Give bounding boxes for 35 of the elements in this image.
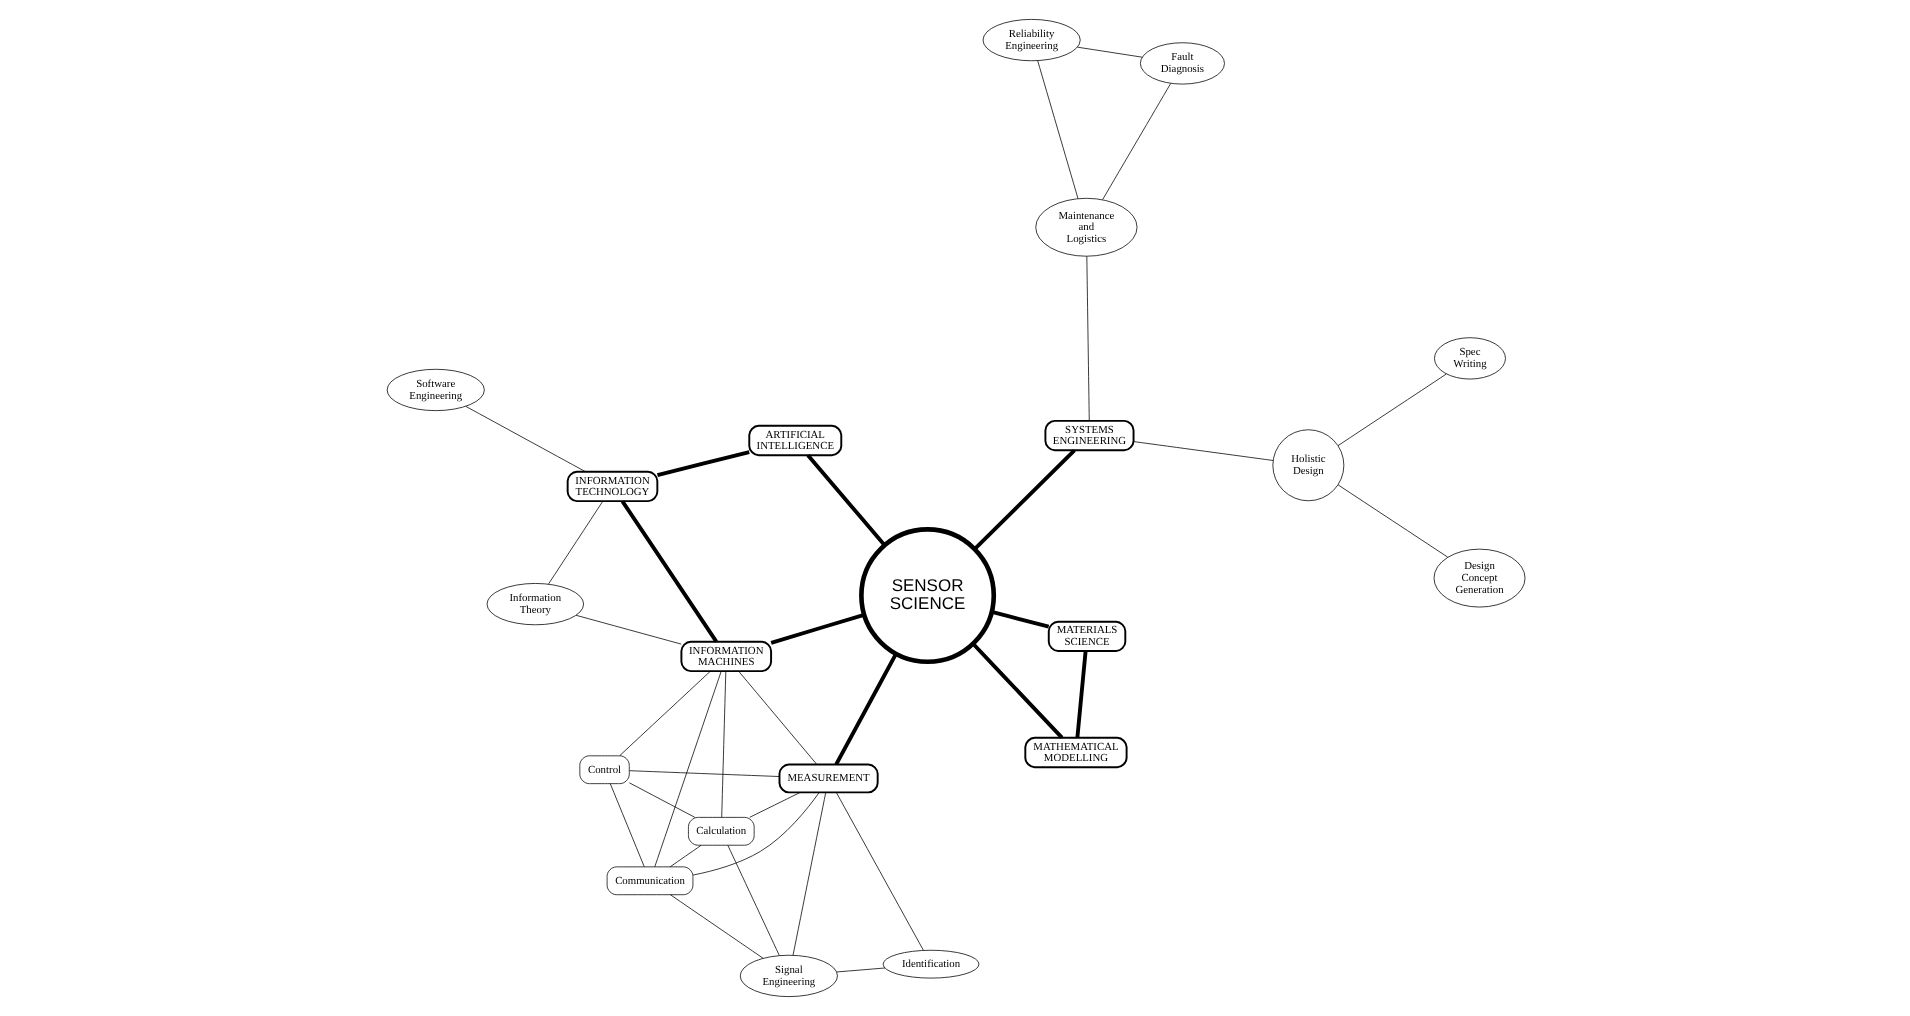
connector <box>691 792 819 876</box>
connector <box>972 449 1075 551</box>
connector <box>547 500 603 585</box>
connector <box>1085 256 1089 421</box>
connector <box>835 967 885 973</box>
node-circle: SENSOR SCIENCE <box>858 527 996 665</box>
connector <box>726 844 779 956</box>
connector <box>1074 651 1087 738</box>
connector <box>618 670 710 756</box>
connector <box>1336 373 1446 447</box>
connector <box>990 610 1049 629</box>
connector <box>748 792 800 818</box>
connector <box>805 454 886 547</box>
connector <box>1336 484 1448 558</box>
connector <box>1132 441 1273 461</box>
connector <box>970 642 1063 739</box>
connector <box>574 614 681 645</box>
connector <box>720 670 726 818</box>
connector <box>833 653 897 766</box>
connector <box>464 406 585 472</box>
connector <box>608 783 644 868</box>
connector <box>653 670 721 868</box>
connector <box>1076 46 1142 58</box>
connector <box>619 500 717 643</box>
connector <box>1036 60 1078 199</box>
connector <box>835 792 923 951</box>
connector <box>769 612 864 645</box>
connector <box>668 845 701 868</box>
connector <box>627 782 695 818</box>
connector <box>791 792 826 956</box>
connector <box>737 671 817 765</box>
connector <box>1101 83 1170 200</box>
connector <box>655 450 749 477</box>
connector <box>628 770 779 777</box>
connector <box>669 894 763 959</box>
